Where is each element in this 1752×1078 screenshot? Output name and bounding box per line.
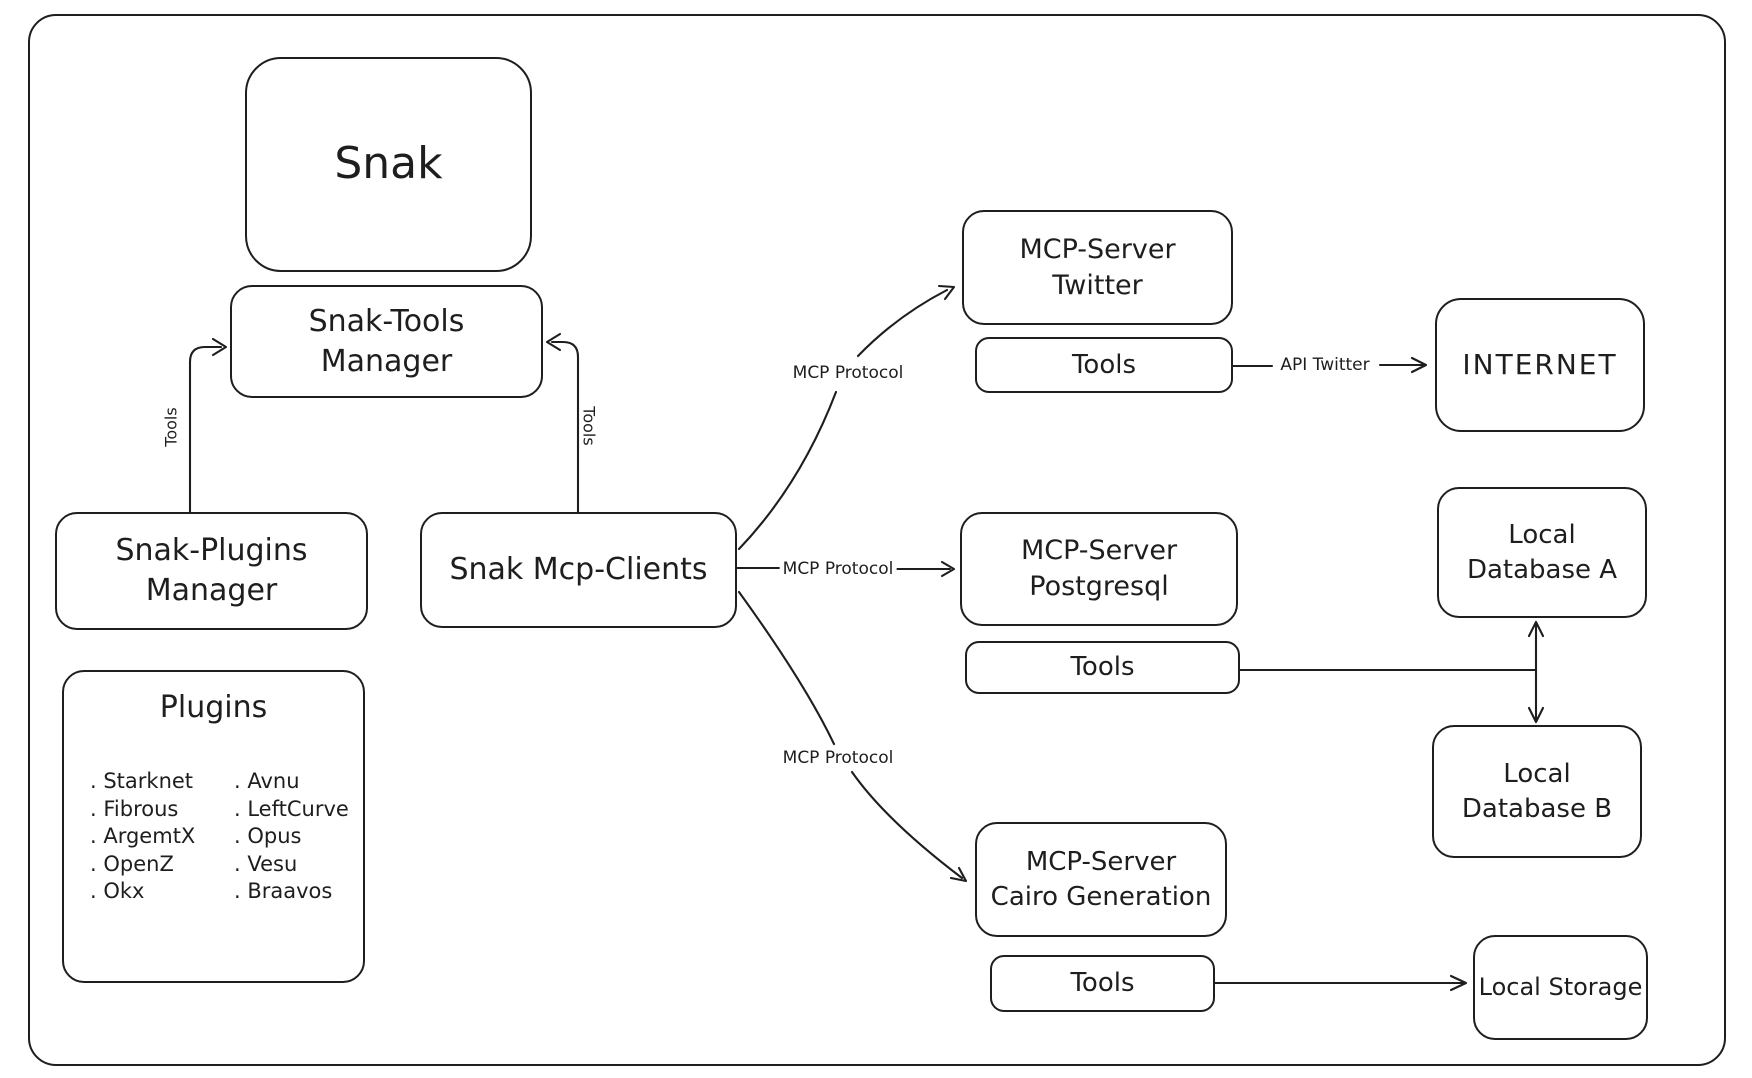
plugin-item: . LeftCurve	[234, 796, 349, 821]
edge-label-mcp-protocol-bottom: MCP Protocol	[779, 748, 897, 768]
node-local-database-b-line2: Database B	[1461, 793, 1613, 824]
edge-mcpclients-to-cairo-line-lower	[850, 770, 964, 880]
node-mcp-server-postgresql-line1: MCP-Server	[1020, 535, 1178, 567]
node-mcp-server-twitter-line2: Twitter	[1052, 269, 1143, 301]
edge-label-api-twitter: API Twitter	[1277, 355, 1373, 375]
edge-toolstwitter-to-internet-arrowhead	[1410, 356, 1428, 374]
edge-label-tools-left: Tools	[161, 404, 181, 450]
node-snak-mcp-clients-label: Snak Mcp-Clients	[449, 552, 708, 588]
node-internet-label: INTERNET	[1462, 347, 1618, 381]
plugin-item: . ArgemtX	[90, 824, 196, 848]
node-local-database-b: Local Database B	[1432, 725, 1642, 858]
plugin-item: . Braavos	[234, 879, 333, 903]
edge-label-tools-right: Tools	[579, 403, 599, 449]
edge-mcpclients-to-twitter-line-lower	[737, 390, 838, 551]
edge-mcpclients-to-postgres-arrowhead	[940, 560, 956, 578]
node-mcp-server-twitter: MCP-Server Twitter	[962, 210, 1233, 325]
diagram-outer-border	[28, 14, 1726, 1066]
node-local-database-a-line2: Database A	[1466, 554, 1618, 585]
node-snak-tools-manager: Snak-Tools Manager	[230, 285, 543, 398]
plugins-column-1: . Starknet . Fibrous . ArgemtX . OpenZ .…	[90, 768, 234, 906]
node-tools-twitter-label: Tools	[1071, 349, 1137, 380]
node-local-storage-label: Local Storage	[1478, 972, 1643, 1001]
node-tools-cairo: Tools	[990, 955, 1215, 1012]
plugins-title: Plugins	[159, 690, 268, 725]
plugin-item: . Okx	[90, 879, 145, 903]
node-tools-twitter: Tools	[975, 337, 1233, 393]
edge-mcpclients-to-toolsmgr-line	[550, 340, 580, 514]
node-local-storage: Local Storage	[1473, 935, 1648, 1040]
plugins-column-2: . Avnu . LeftCurve . Opus . Vesu . Braav…	[234, 768, 364, 906]
node-snak: Snak	[245, 57, 532, 272]
edge-database-a-arrowhead-up	[1527, 620, 1545, 638]
node-local-database-a: Local Database A	[1437, 487, 1647, 618]
node-mcp-server-postgresql: MCP-Server Postgresql	[960, 512, 1238, 626]
node-snak-label: Snak	[334, 138, 443, 190]
edge-database-b-arrowhead-down	[1527, 706, 1545, 724]
node-local-database-a-line1: Local	[1508, 520, 1576, 551]
node-snak-plugins-manager: Snak-Plugins Manager	[55, 512, 368, 630]
node-mcp-server-twitter-line1: MCP-Server	[1019, 233, 1176, 265]
edge-label-mcp-protocol-top: MCP Protocol	[789, 363, 907, 383]
plugin-item: . Fibrous	[90, 796, 179, 821]
edge-toolscairo-to-storage-arrowhead	[1449, 974, 1468, 992]
node-snak-tools-manager-line1: Snak-Tools	[308, 303, 465, 339]
node-plugins: Plugins . Starknet . Fibrous . ArgemtX .…	[62, 670, 365, 983]
edge-label-mcp-protocol-middle: MCP Protocol	[779, 559, 897, 579]
node-mcp-server-cairo-generation: MCP-Server Cairo Generation	[975, 822, 1227, 937]
node-mcp-server-cairo-line2: Cairo Generation	[990, 881, 1212, 912]
edge-mcpclients-to-cairo-arrowhead	[949, 866, 968, 883]
node-tools-postgresql-label: Tools	[1070, 652, 1135, 683]
node-internet: INTERNET	[1435, 298, 1645, 432]
edge-plugins-to-toolsmgr-line	[188, 345, 223, 514]
node-snak-mcp-clients: Snak Mcp-Clients	[420, 512, 737, 628]
plugin-item: . Starknet	[90, 769, 194, 793]
node-snak-plugins-manager-line2: Manager	[145, 573, 278, 608]
plugin-item: . Vesu	[234, 851, 298, 876]
node-tools-cairo-label: Tools	[1070, 968, 1135, 999]
edge-mcpclients-to-twitter-line-upper	[856, 288, 949, 358]
edge-mcpclients-to-twitter-arrowhead	[937, 284, 956, 301]
edge-mcpclients-to-cairo-line-upper	[737, 590, 836, 746]
plugin-item: . OpenZ	[90, 851, 174, 876]
plugin-item: . Avnu	[234, 769, 300, 793]
plugins-list: . Starknet . Fibrous . ArgemtX . OpenZ .…	[90, 768, 364, 906]
plugin-item: . Opus	[234, 824, 302, 848]
node-mcp-server-cairo-line1: MCP-Server	[1025, 847, 1177, 878]
node-local-database-b-line1: Local	[1503, 759, 1571, 790]
node-mcp-server-postgresql-line2: Postgresql	[1029, 571, 1169, 602]
node-snak-tools-manager-line2: Manager	[320, 343, 453, 379]
edge-mcpclients-to-toolsmgr-arrowhead	[545, 332, 562, 352]
node-snak-plugins-manager-line1: Snak-Plugins	[115, 533, 308, 569]
edge-plugins-to-toolsmgr-arrowhead	[211, 337, 228, 357]
node-tools-postgresql: Tools	[965, 641, 1240, 694]
